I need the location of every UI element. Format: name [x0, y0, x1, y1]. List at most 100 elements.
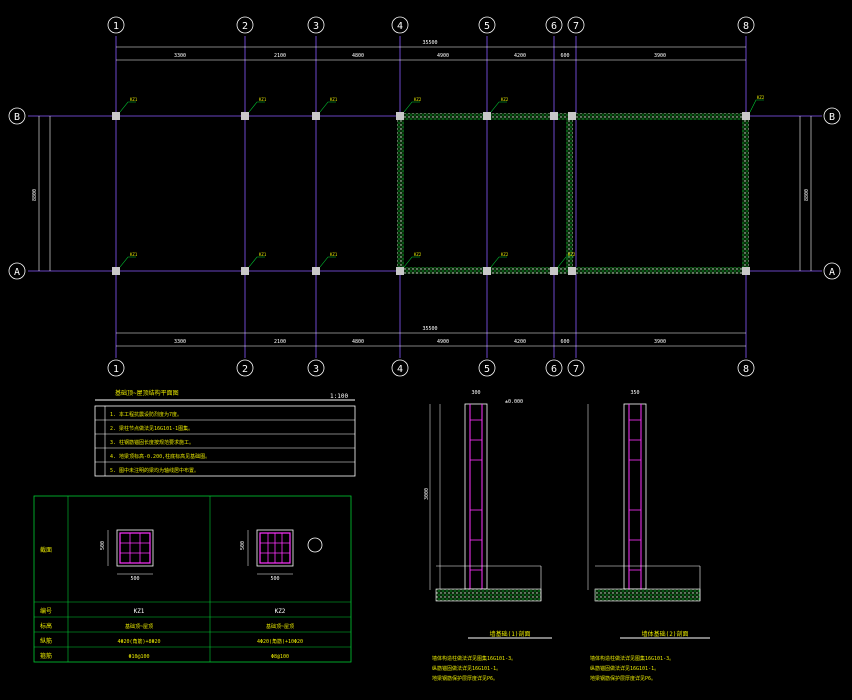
span-dim: 4200: [514, 339, 526, 345]
span-dim: 4800: [352, 339, 364, 345]
grid-label-x-bottom: 5: [484, 364, 490, 375]
column-tag: KZ2: [501, 97, 509, 102]
column-tag: KZ1: [259, 252, 267, 257]
column-tag: KZ2: [414, 97, 422, 102]
column-schedule-table: 截面 编号 标高 纵筋 箍筋 500 500 500 500 KZ1 KZ2: [33, 495, 352, 663]
grid-label-y: A: [14, 267, 20, 278]
table-label: 箍筋: [40, 652, 52, 660]
grid-label-x-bottom: 2: [242, 364, 248, 375]
column-tag: KZ1: [130, 252, 138, 257]
grid-label-x-bottom: 4: [397, 364, 403, 375]
section2-note: 纵筋锚固做法详见16G101-1。: [590, 665, 659, 672]
section1-elev: ±0.000: [505, 399, 523, 405]
note-row: 2. 梁柱节点做法见16G101-1图集。: [110, 425, 193, 432]
kz1-section-outline: [116, 529, 154, 567]
grid-bubbles-side: [8, 107, 841, 280]
span-dim: 600: [560, 339, 569, 345]
kz2-main-rebar: 4Φ20(角筋)+10Φ20: [257, 638, 303, 645]
grid-bubbles-bottom: [107, 359, 755, 377]
kz1-stirrup: [119, 532, 151, 564]
kz1-stirrup-spec: Φ10@100: [128, 654, 149, 660]
section1-note: 纵筋锚固做法详见16G101-1。: [432, 665, 501, 672]
grid-label-x: 5: [484, 21, 490, 32]
section1-title: 墙基础(1)剖面: [490, 630, 531, 638]
section1-top-dim: 300: [471, 390, 480, 396]
table-label: 纵筋: [40, 637, 52, 645]
grid-label-x-bottom: 1: [113, 364, 119, 375]
grid-label-y: A: [829, 267, 835, 278]
kz2-stirrup-spec: Φ8@100: [271, 654, 289, 660]
span-dim: 4900: [437, 339, 449, 345]
grid-label-x: 6: [551, 21, 557, 32]
notes-table: 基础顶~屋顶结构平面图 1:100 1. 本工程抗震设防烈度为7度。 2. 梁柱…: [94, 389, 356, 477]
grid-label-x: 4: [397, 21, 403, 32]
grid-label-x: 1: [113, 21, 119, 32]
column-tag: KZ2: [414, 252, 422, 257]
total-span-dim: 35500: [422, 326, 437, 332]
note-row: 5. 图中未注明的梁均为轴线居中布置。: [110, 467, 199, 474]
section2-top-dim: 350: [630, 390, 639, 396]
grid-label-x-bottom: 6: [551, 364, 557, 375]
span-dim: 600: [560, 53, 569, 59]
span-dim: 3900: [654, 53, 666, 59]
column-tag: KZ1: [130, 97, 138, 102]
section2-note: 墙体构造柱做法详见图集16G101-3。: [590, 655, 674, 662]
span-dim: 4900: [437, 53, 449, 59]
table-label: 截面: [40, 546, 52, 554]
section1-note: 墙体构造柱做法详见图集16G101-3。: [432, 655, 516, 662]
section2-note: 地梁钢筋保护层厚度详见P6。: [590, 675, 656, 682]
grid-label-y: B: [14, 112, 20, 123]
section2-title: 墙体基础(2)剖面: [642, 630, 689, 638]
grid-label-x-bottom: 3: [313, 364, 319, 375]
column-tag: KZ1: [259, 97, 267, 102]
grid-label-x: 3: [313, 21, 319, 32]
table-label: 标高: [40, 622, 52, 630]
kz2-code: KZ2: [275, 608, 286, 615]
span-dim: 4200: [514, 53, 526, 59]
span-dim: 2100: [274, 339, 286, 345]
section-1-detail: 3000 300 ±0.000 墙基础(1)剖面 墙体构造柱做法详见图集16G1…: [424, 390, 552, 682]
kz1-main-rebar: 4Φ20(角筋)+8Φ20: [117, 638, 160, 645]
grid-bubbles-top: [107, 16, 755, 34]
column-leaders: [119, 99, 764, 268]
kz2-section-outline: [256, 529, 294, 567]
span-dim: 3300: [174, 339, 186, 345]
side-dim: 8800: [32, 189, 38, 201]
column-tag: KZ2: [501, 252, 509, 257]
span-dim: 2100: [274, 53, 286, 59]
section1-height-dim: 3000: [424, 488, 430, 500]
grid-label-x-bottom: 8: [743, 364, 749, 375]
section-mark-icon: [307, 537, 323, 553]
note-row: 4. 地梁顶标高-0.200,柱底标高见基础图。: [110, 453, 210, 460]
grid-label-x: 8: [743, 21, 749, 32]
kz1-dim-w: 500: [130, 576, 139, 582]
span-dim: 3900: [654, 339, 666, 345]
total-span-dim: 35500: [422, 40, 437, 46]
kz1-elev: 基础顶~屋顶: [125, 623, 153, 630]
kz2-dim-h: 500: [240, 541, 246, 550]
span-dim: 4800: [352, 53, 364, 59]
column-tag: KZ1: [330, 252, 338, 257]
column-tag: KZ2: [568, 252, 576, 257]
kz1-dim-h: 500: [100, 541, 106, 550]
columns: [112, 112, 750, 275]
section-2-detail: 350 墙体基础(2)剖面 墙体构造柱做法详见图集16G101-3。 纵筋锚固做…: [587, 390, 710, 682]
dimension-lines: [38, 46, 812, 347]
note-row: 1. 本工程抗震设防烈度为7度。: [110, 411, 182, 418]
grid-label-x: 7: [573, 21, 579, 32]
notes-table-scale: 1:100: [330, 393, 348, 400]
kz2-dim-w: 500: [270, 576, 279, 582]
column-tag: KZ1: [330, 97, 338, 102]
span-dim: 3300: [174, 53, 186, 59]
section1-note: 地梁钢筋保护层厚度详见P6。: [432, 675, 498, 682]
side-dim: 8800: [804, 189, 810, 201]
grid-label-y: B: [829, 112, 835, 123]
kz1-code: KZ1: [134, 608, 145, 615]
grid-label-x: 2: [242, 21, 248, 32]
grid-label-x-bottom: 7: [573, 364, 579, 375]
column-tag: KZ2: [757, 95, 765, 100]
kz2-elev: 基础顶~屋顶: [266, 623, 294, 630]
notes-table-title: 基础顶~屋顶结构平面图: [115, 389, 179, 397]
